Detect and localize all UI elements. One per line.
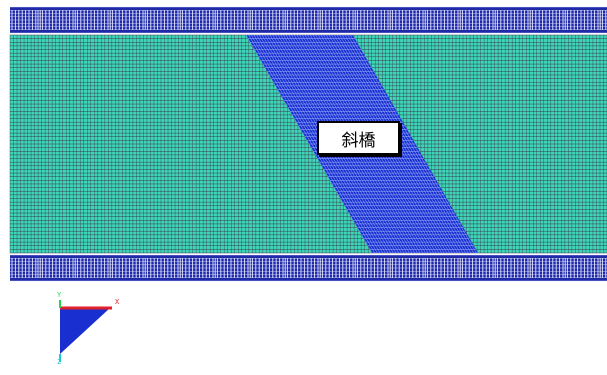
mesh-line [347, 35, 474, 253]
bottom-edge-strip-grid [10, 254, 607, 282]
axis-triad-triangle [60, 308, 110, 354]
mesh-line [344, 35, 472, 253]
mesh-line [339, 35, 466, 253]
mesh-line [342, 35, 469, 253]
mesh-line [350, 35, 477, 253]
skew-bridge-label: 斜橋 [317, 121, 400, 155]
mesh-line [248, 35, 375, 253]
x-axis-label: X [115, 298, 120, 306]
y-axis-label: Y [57, 291, 62, 299]
mesh-line [251, 35, 378, 253]
z-axis-label: Z [57, 358, 62, 366]
top-edge-strip-grid [10, 6, 607, 34]
skew-bridge-label-text: 斜橋 [341, 130, 376, 151]
axis-triad: X Y Z [54, 291, 129, 366]
